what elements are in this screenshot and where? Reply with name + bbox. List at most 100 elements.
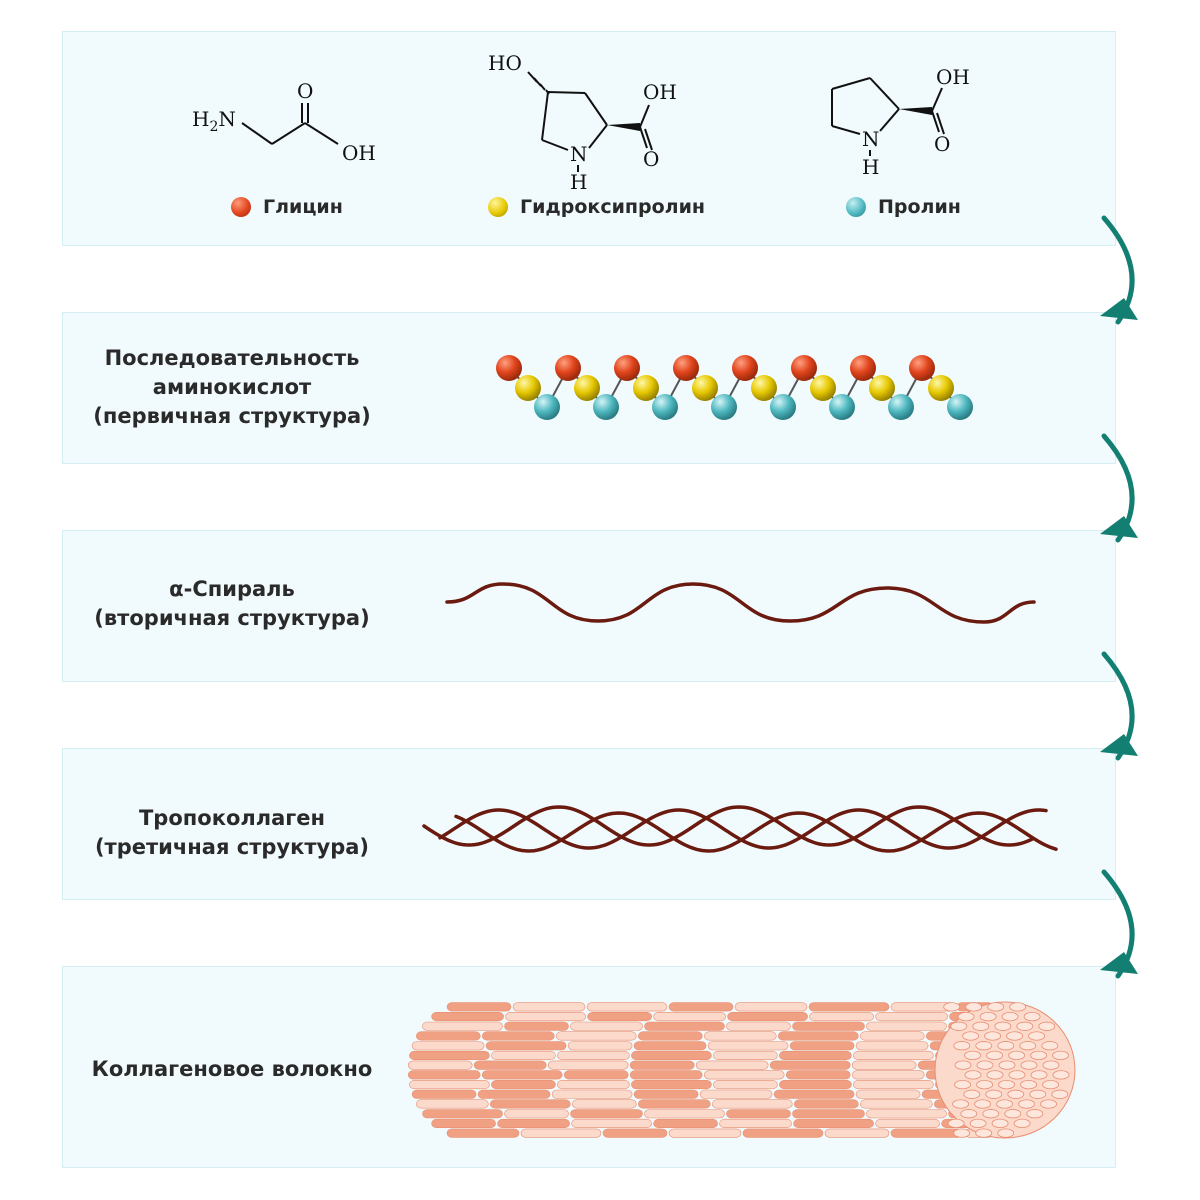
fibril-end	[1008, 1050, 1025, 1061]
fibril-segment	[633, 1089, 699, 1099]
hydroxyproline-bead	[751, 375, 777, 401]
fibril-segment	[512, 1002, 586, 1012]
fibril-end	[969, 1118, 987, 1129]
hydroxyproline-dot-icon	[488, 197, 508, 217]
fibril-end	[964, 1050, 981, 1061]
glycine-bead	[496, 355, 522, 381]
fibril-segment	[824, 1128, 890, 1138]
fibril-segment	[644, 1109, 725, 1119]
fibril-segment	[446, 1128, 520, 1138]
flow-arrow-head-icon	[1100, 952, 1138, 974]
fibril-segment	[808, 1002, 890, 1012]
fibril-end	[1001, 1011, 1019, 1022]
fibril-segment	[409, 1080, 490, 1090]
fibril-segment	[557, 1050, 630, 1060]
fibril-segment	[809, 1011, 874, 1022]
fibril-end	[954, 1060, 972, 1070]
fibril-segment	[411, 1089, 477, 1099]
fibril-segment	[409, 1050, 490, 1060]
legend-proline-label: Пролин	[878, 196, 961, 218]
glycine-oh-label: OH	[342, 141, 376, 165]
proline-bead	[652, 394, 678, 420]
fibril-segment	[653, 1118, 718, 1128]
hydroxyproline-bead	[515, 375, 541, 401]
stage-secondary-line-2: (вторичная структура)	[94, 606, 370, 630]
fibril-segment	[407, 1060, 473, 1070]
fibril-segment	[586, 1002, 668, 1012]
fibril-end	[974, 1099, 991, 1109]
glycine-bead	[791, 355, 817, 381]
fibril-segment	[719, 1118, 792, 1128]
hydroxyproline-bead	[810, 375, 836, 401]
fibril-segment	[777, 1031, 859, 1041]
fibril-end	[963, 1089, 981, 1099]
fibril-end	[1023, 1011, 1041, 1022]
fibril-segment	[504, 1021, 569, 1031]
fibril-end	[976, 1060, 994, 1070]
fibril-end	[985, 1089, 1003, 1099]
proline-dot-icon	[846, 197, 866, 217]
fibril-segment	[851, 1070, 925, 1080]
fibril-segment	[779, 1080, 852, 1090]
proline-h-label: H	[862, 155, 879, 179]
stage-tertiary-line-2: (третичная структура)	[94, 835, 370, 859]
proline-bead	[770, 394, 796, 420]
fibril-end	[982, 1109, 1000, 1119]
fibril-end	[1008, 1070, 1026, 1080]
fibril-segment	[789, 1041, 855, 1051]
legend-hydroxyproline: Гидроксипролин	[488, 196, 705, 218]
stage-fiber-line-1: Коллагеновое волокно	[91, 1057, 373, 1081]
fibril-segment	[520, 1128, 602, 1138]
fibril-segment	[699, 1089, 773, 1099]
fibril-segment	[703, 1031, 777, 1041]
fibril-segment	[489, 1099, 571, 1109]
fibril-segment	[851, 1060, 917, 1070]
fibril-segment	[477, 1089, 551, 1099]
fibril-segment	[779, 1050, 852, 1060]
fibril-end	[1018, 1099, 1035, 1109]
fibril-end	[1020, 1079, 1037, 1090]
fibril-segment	[726, 1021, 791, 1031]
fibril-segment	[422, 1021, 503, 1031]
fibril-end	[1042, 1060, 1060, 1070]
legend-hydroxyproline-label: Гидроксипролин	[520, 196, 706, 218]
hydroxyproline-bead	[692, 375, 718, 401]
fibril-segment	[703, 1070, 785, 1080]
fibril-segment	[570, 1109, 643, 1119]
fibril-end	[998, 1060, 1016, 1070]
fibril-segment	[727, 1011, 808, 1022]
proline-oh-label: OH	[936, 65, 970, 89]
fibril-segment	[853, 1050, 934, 1060]
fibril-segment	[793, 1118, 874, 1128]
glycine-h2n-label: H2N	[192, 107, 236, 135]
fibril-end	[986, 1050, 1003, 1061]
proline-bead	[888, 394, 914, 420]
fibril-end	[943, 1002, 961, 1012]
fibril-segment	[637, 1031, 703, 1041]
fibril-end	[1038, 1021, 1056, 1031]
fibril-segment	[866, 1021, 947, 1031]
fibril-end	[987, 1002, 1005, 1012]
fibril-end	[1026, 1109, 1044, 1119]
fibril-segment	[485, 1041, 567, 1051]
glycine-bead	[732, 355, 758, 381]
fibril-segment	[602, 1128, 668, 1138]
fibril-end	[1042, 1079, 1059, 1090]
fibril-end	[994, 1021, 1012, 1031]
fibril-end	[984, 1031, 1001, 1041]
stage-primary-line-3: (первичная структура)	[93, 404, 371, 428]
proline-bead	[711, 394, 737, 420]
fibril-segment	[557, 1080, 630, 1090]
fibril-segment	[551, 1089, 633, 1099]
fibril-end	[1052, 1050, 1069, 1061]
flow-arrow-head-icon	[1100, 734, 1138, 756]
proline-bead	[829, 394, 855, 420]
fibril-segment	[644, 1021, 725, 1031]
fibril-end	[957, 1011, 975, 1022]
proline-bead	[534, 394, 560, 420]
stage-label-secondary: α-Спираль (вторичная структура)	[62, 575, 402, 633]
